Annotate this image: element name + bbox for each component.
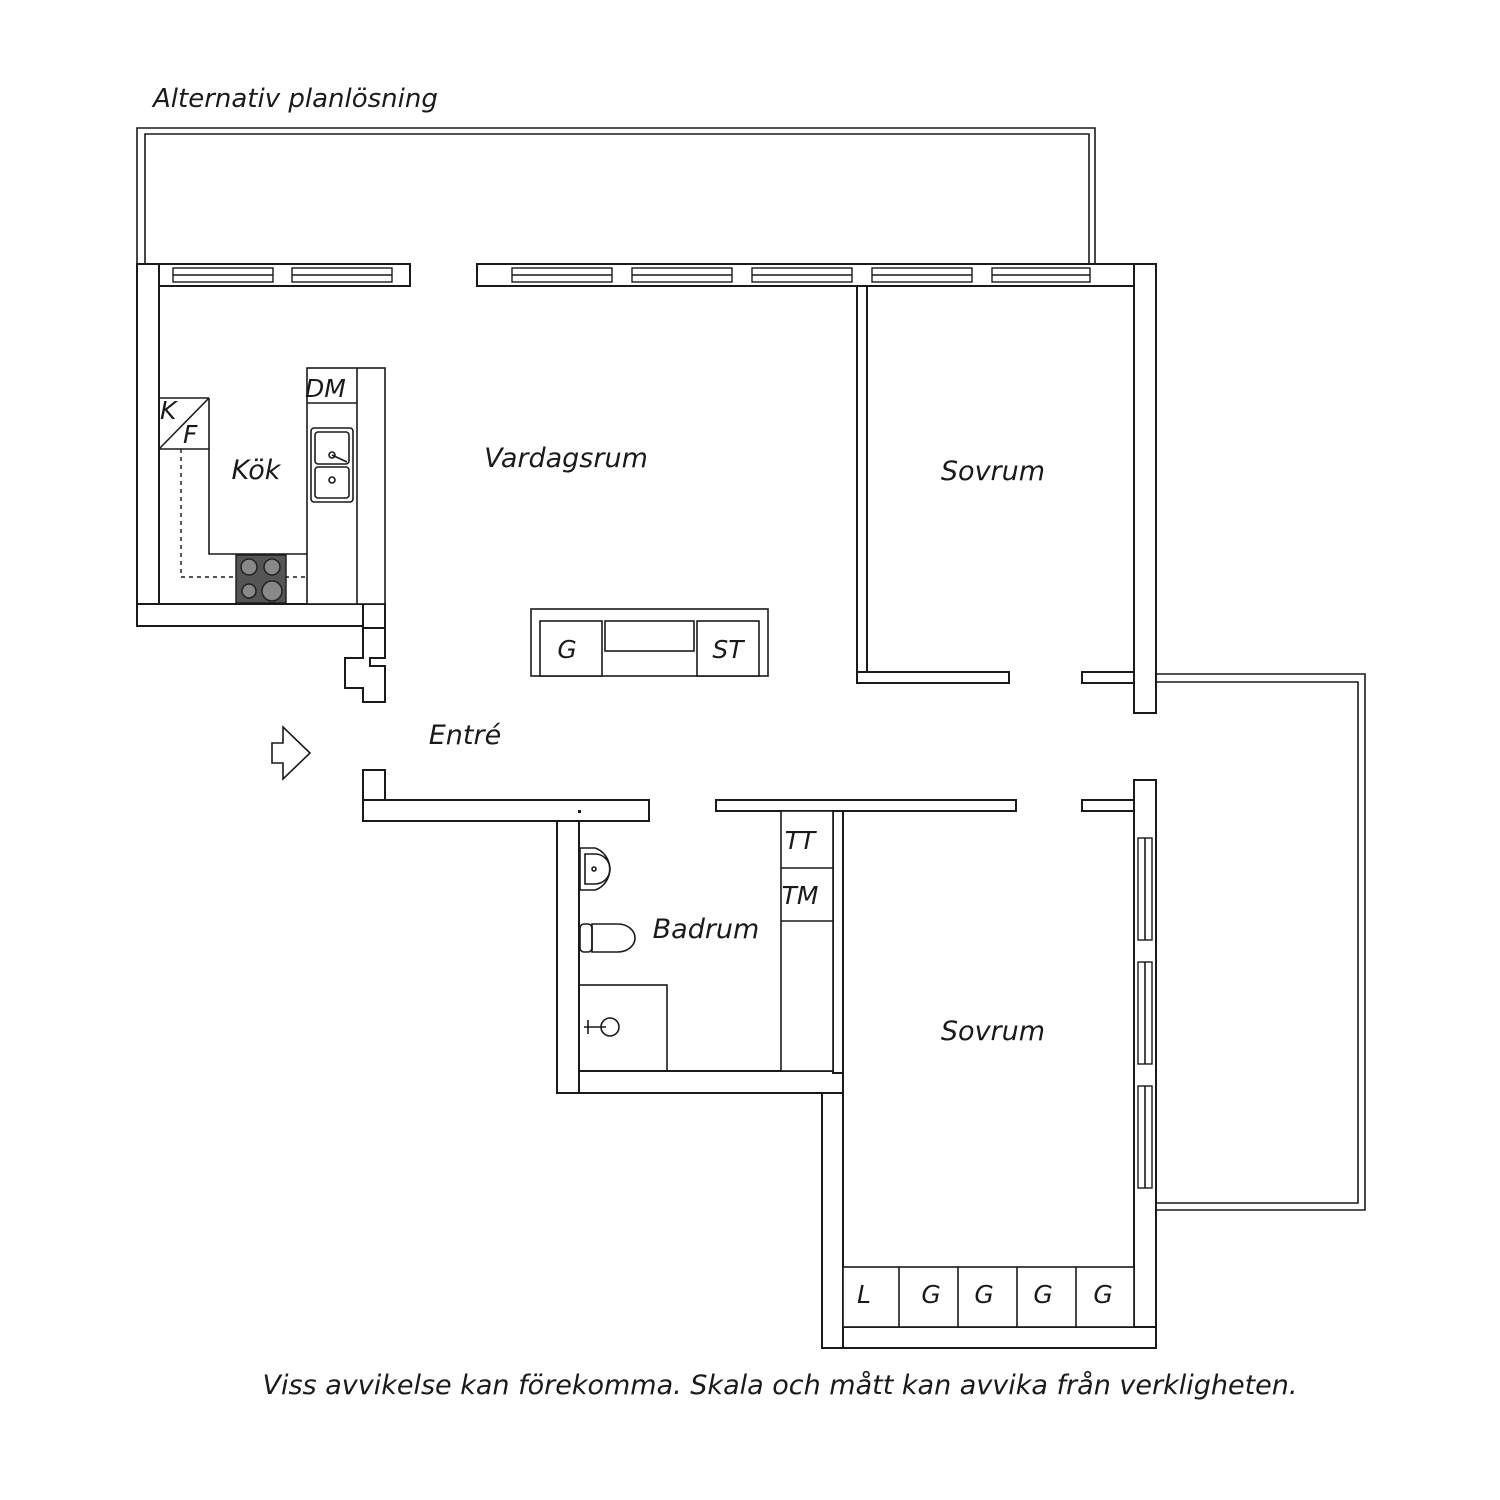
- sink-icon: [310, 427, 354, 503]
- toilet-icon: [579, 923, 636, 953]
- entrance-label: Entré: [429, 720, 501, 751]
- kitchen: DM K F Kök: [158, 367, 386, 605]
- plan-title: Alternativ planlösning: [151, 84, 438, 114]
- fridge-label: K: [160, 396, 179, 425]
- washing-machine-label: TM: [782, 881, 819, 910]
- windows-top: [172, 267, 1091, 283]
- windows-right: [1137, 837, 1153, 1189]
- entry-storage-unit: G ST: [530, 608, 769, 677]
- balcony-top: [136, 127, 1096, 264]
- tumble-dryer-label: TT: [785, 826, 817, 855]
- stove-icon: [235, 554, 287, 604]
- washbasin-icon: [579, 847, 611, 891]
- bedroom-2: Sovrum L G G G G: [842, 1016, 1135, 1328]
- kitchen-label: Kök: [232, 455, 282, 486]
- bedroom-1-label: Sovrum: [941, 456, 1045, 487]
- closet-1-label: G: [921, 1280, 940, 1309]
- bedroom-2-label: Sovrum: [941, 1016, 1045, 1047]
- balcony-right: [1156, 673, 1366, 1211]
- closet-3-label: G: [1033, 1280, 1052, 1309]
- disclaimer-text: Viss avvikelse kan förekomma. Skala och …: [263, 1370, 1298, 1401]
- closet-4-label: G: [1093, 1280, 1112, 1309]
- walls: [136, 263, 1157, 1349]
- closet-linen-label: L: [857, 1280, 871, 1309]
- dishwasher-label: DM: [305, 374, 346, 403]
- closet-2-label: G: [974, 1280, 993, 1309]
- entry-storage-label: ST: [712, 635, 745, 664]
- bathroom-label: Badrum: [653, 914, 760, 945]
- freezer-label: F: [183, 420, 198, 449]
- bathroom: TT TM Badrum: [578, 810, 834, 1072]
- shower-icon: [578, 984, 668, 1072]
- entrance-arrow-icon: [271, 725, 312, 781]
- living-room-label: Vardagsrum: [484, 443, 648, 474]
- entry-wardrobe-label: G: [557, 635, 576, 664]
